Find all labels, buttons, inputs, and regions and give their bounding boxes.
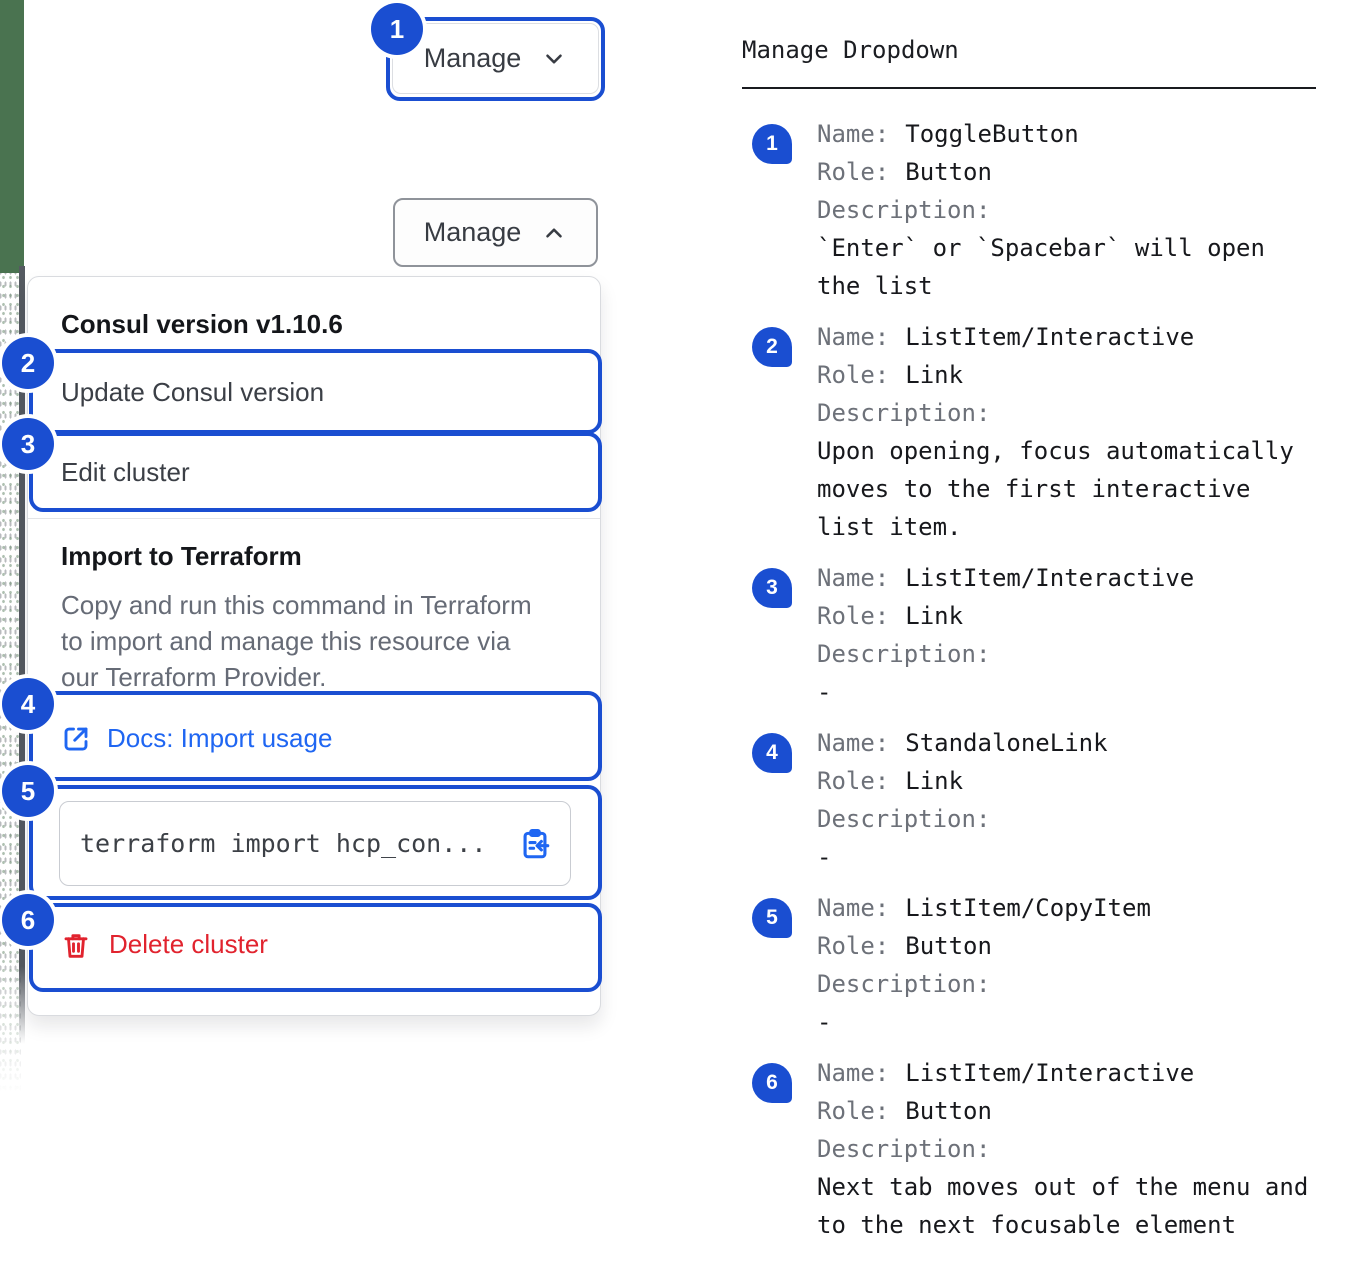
- import-description-line: to import and manage this resource via: [61, 626, 511, 656]
- annotation-description-line: -: [817, 1008, 832, 1036]
- docs-import-usage-link[interactable]: Docs: Import usage: [61, 723, 332, 754]
- annotation-badge-3: 3: [2, 418, 54, 470]
- annotation-badge-6: 6: [2, 894, 54, 946]
- manage-toggle-button-open[interactable]: Manage: [393, 198, 598, 267]
- annotation-name-line: Name:ListItem/CopyItem: [817, 894, 1151, 922]
- terraform-command-field[interactable]: terraform import hcp_con...: [59, 801, 571, 886]
- annotation-item-3: 3 Name:ListItem/Interactive Role:Link De…: [742, 559, 1322, 711]
- annotation-badge-5: 5: [2, 765, 54, 817]
- annotation-description-line: moves to the first interactive: [817, 475, 1251, 503]
- annotation-role-line: Role:Link: [817, 602, 964, 630]
- annotation-badge-2: 2: [2, 337, 54, 389]
- annotations-title: Manage Dropdown: [742, 36, 959, 64]
- copy-icon[interactable]: [518, 827, 552, 861]
- annotation-description-line: Next tab moves out of the menu and: [817, 1173, 1309, 1201]
- annotation-description-line: `Enter` or `Spacebar` will open: [817, 234, 1265, 262]
- docs-import-usage-label: Docs: Import usage: [107, 723, 333, 753]
- annotation-description-label: Description:: [817, 399, 991, 427]
- annotation-item-badge-1: 1: [752, 124, 792, 164]
- annotation-name-line: Name:StandaloneLink: [817, 729, 1108, 757]
- annotation-description-label: Description:: [817, 805, 991, 833]
- annotation-description-label: Description:: [817, 640, 991, 668]
- manage-dropdown-panel: Consul version v1.10.6 Update Consul ver…: [27, 276, 601, 1016]
- annotation-description-label: Description:: [817, 970, 991, 998]
- annotation-description-line: -: [817, 678, 832, 706]
- annotation-description-label: Description:: [817, 1135, 991, 1163]
- annotations-rule: [742, 87, 1316, 89]
- manage-toggle-label: Manage: [423, 43, 522, 73]
- annotation-description-line: Upon opening, focus automatically: [817, 437, 1294, 465]
- annotation-item-badge-2: 2: [752, 327, 792, 367]
- annotation-description-line: to the next focusable element: [817, 1211, 1237, 1239]
- menu-item-update-consul-version[interactable]: Update Consul version: [61, 377, 325, 407]
- annotation-item-2: 2 Name:ListItem/Interactive Role:Link De…: [742, 318, 1322, 546]
- annotation-role-line: Role:Link: [817, 361, 964, 389]
- torn-edge-green-strip: [0, 0, 24, 273]
- import-section-title: Import to Terraform: [61, 541, 302, 571]
- manage-toggle-open-label: Manage: [423, 217, 522, 247]
- annotation-role-line: Role:Button: [817, 1097, 992, 1125]
- manage-toggle-button[interactable]: Manage: [392, 23, 599, 94]
- chevron-down-icon: [546, 53, 563, 64]
- annotation-name-line: Name:ListItem/Interactive: [817, 564, 1195, 592]
- annotation-item-1: 1 Name:ToggleButton Role:Button Descript…: [742, 115, 1322, 305]
- annotation-item-5: 5 Name:ListItem/CopyItem Role:Button Des…: [742, 889, 1322, 1041]
- import-section-description: Copy and run this command in Terraform t…: [61, 587, 571, 695]
- annotation-description-line: the list: [817, 272, 933, 300]
- annotations-panel: Manage Dropdown 1 Name:ToggleButton Role…: [742, 36, 1322, 1257]
- delete-cluster-label: Delete cluster: [109, 929, 268, 959]
- chevron-up-icon: [546, 227, 563, 238]
- terraform-command-text: terraform import hcp_con...: [80, 829, 487, 858]
- annotation-role-line: Role:Button: [817, 932, 992, 960]
- annotation-role-line: Role:Link: [817, 767, 964, 795]
- external-link-icon: [64, 727, 88, 750]
- annotation-name-line: Name:ListItem/Interactive: [817, 1059, 1195, 1087]
- annotation-description-line: list item.: [817, 513, 962, 541]
- annotation-item-4: 4 Name:StandaloneLink Role:Link Descript…: [742, 724, 1322, 876]
- annotation-item-badge-3: 3: [752, 568, 792, 608]
- trash-icon: [64, 933, 88, 958]
- menu-item-edit-cluster[interactable]: Edit cluster: [61, 457, 190, 487]
- annotation-item-badge-5: 5: [752, 898, 792, 938]
- annotation-description-line: -: [817, 843, 832, 871]
- annotation-item-6: 6 Name:ListItem/Interactive Role:Button …: [742, 1054, 1322, 1244]
- annotation-name-line: Name:ToggleButton: [817, 120, 1079, 148]
- torn-edge-line: [19, 266, 25, 1044]
- annotation-item-badge-6: 6: [752, 1063, 792, 1103]
- menu-item-delete-cluster[interactable]: Delete cluster: [61, 929, 268, 960]
- consul-version-header: Consul version v1.10.6: [61, 309, 343, 339]
- menu-divider: [28, 518, 600, 519]
- annotation-item-badge-4: 4: [752, 733, 792, 773]
- import-description-line: Copy and run this command in Terraform: [61, 590, 532, 620]
- annotation-badge-1: 1: [371, 3, 423, 55]
- import-description-line: our Terraform Provider.: [61, 662, 327, 692]
- annotation-name-line: Name:ListItem/Interactive: [817, 323, 1195, 351]
- annotation-badge-4: 4: [2, 678, 54, 730]
- annotations-list: 1 Name:ToggleButton Role:Button Descript…: [742, 115, 1322, 1244]
- annotation-description-label: Description:: [817, 196, 991, 224]
- annotation-role-line: Role:Button: [817, 158, 992, 186]
